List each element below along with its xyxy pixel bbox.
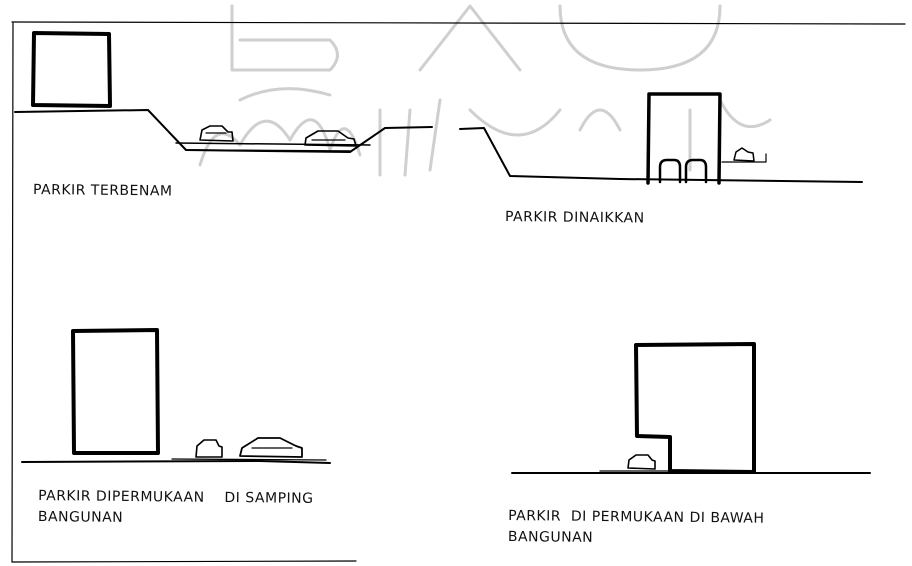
panel-raised-parking [460,94,862,183]
car-icon [722,148,766,162]
label-line: PARKIR DI PERMUKAAN DI BAWAH [508,506,765,530]
panel-surface-under-building [512,344,870,473]
building-block [33,33,110,106]
label-surface-under-building: PARKIR DI PERMUKAAN DI BAWAH BANGUNAN [508,506,765,551]
label-sunken-parking: PARKIR TERBENAM [33,180,173,202]
building-block [636,344,754,472]
building-block [73,330,158,453]
label-line: PARKIR DIPERMUKAAN DI SAMPING [38,486,314,510]
watermark-logo [200,6,770,175]
label-line: BANGUNAN [38,507,314,531]
pit-floor [176,143,370,151]
label-line: PARKIR DINAIKKAN [505,207,645,229]
panel-surface-beside-building [22,330,330,463]
car-icon [628,455,655,469]
ground-line [22,461,330,463]
label-surface-beside-building: PARKIR DIPERMUKAAN DI SAMPING BANGUNAN [38,486,314,531]
diagram-frame [12,22,905,562]
car-icon [196,440,222,457]
label-line: PARKIR TERBENAM [33,180,173,202]
label-raised-parking: PARKIR DINAIKKAN [505,207,645,229]
label-line: BANGUNAN [508,527,765,551]
car-icon [240,438,302,457]
parking-slab [172,459,326,460]
